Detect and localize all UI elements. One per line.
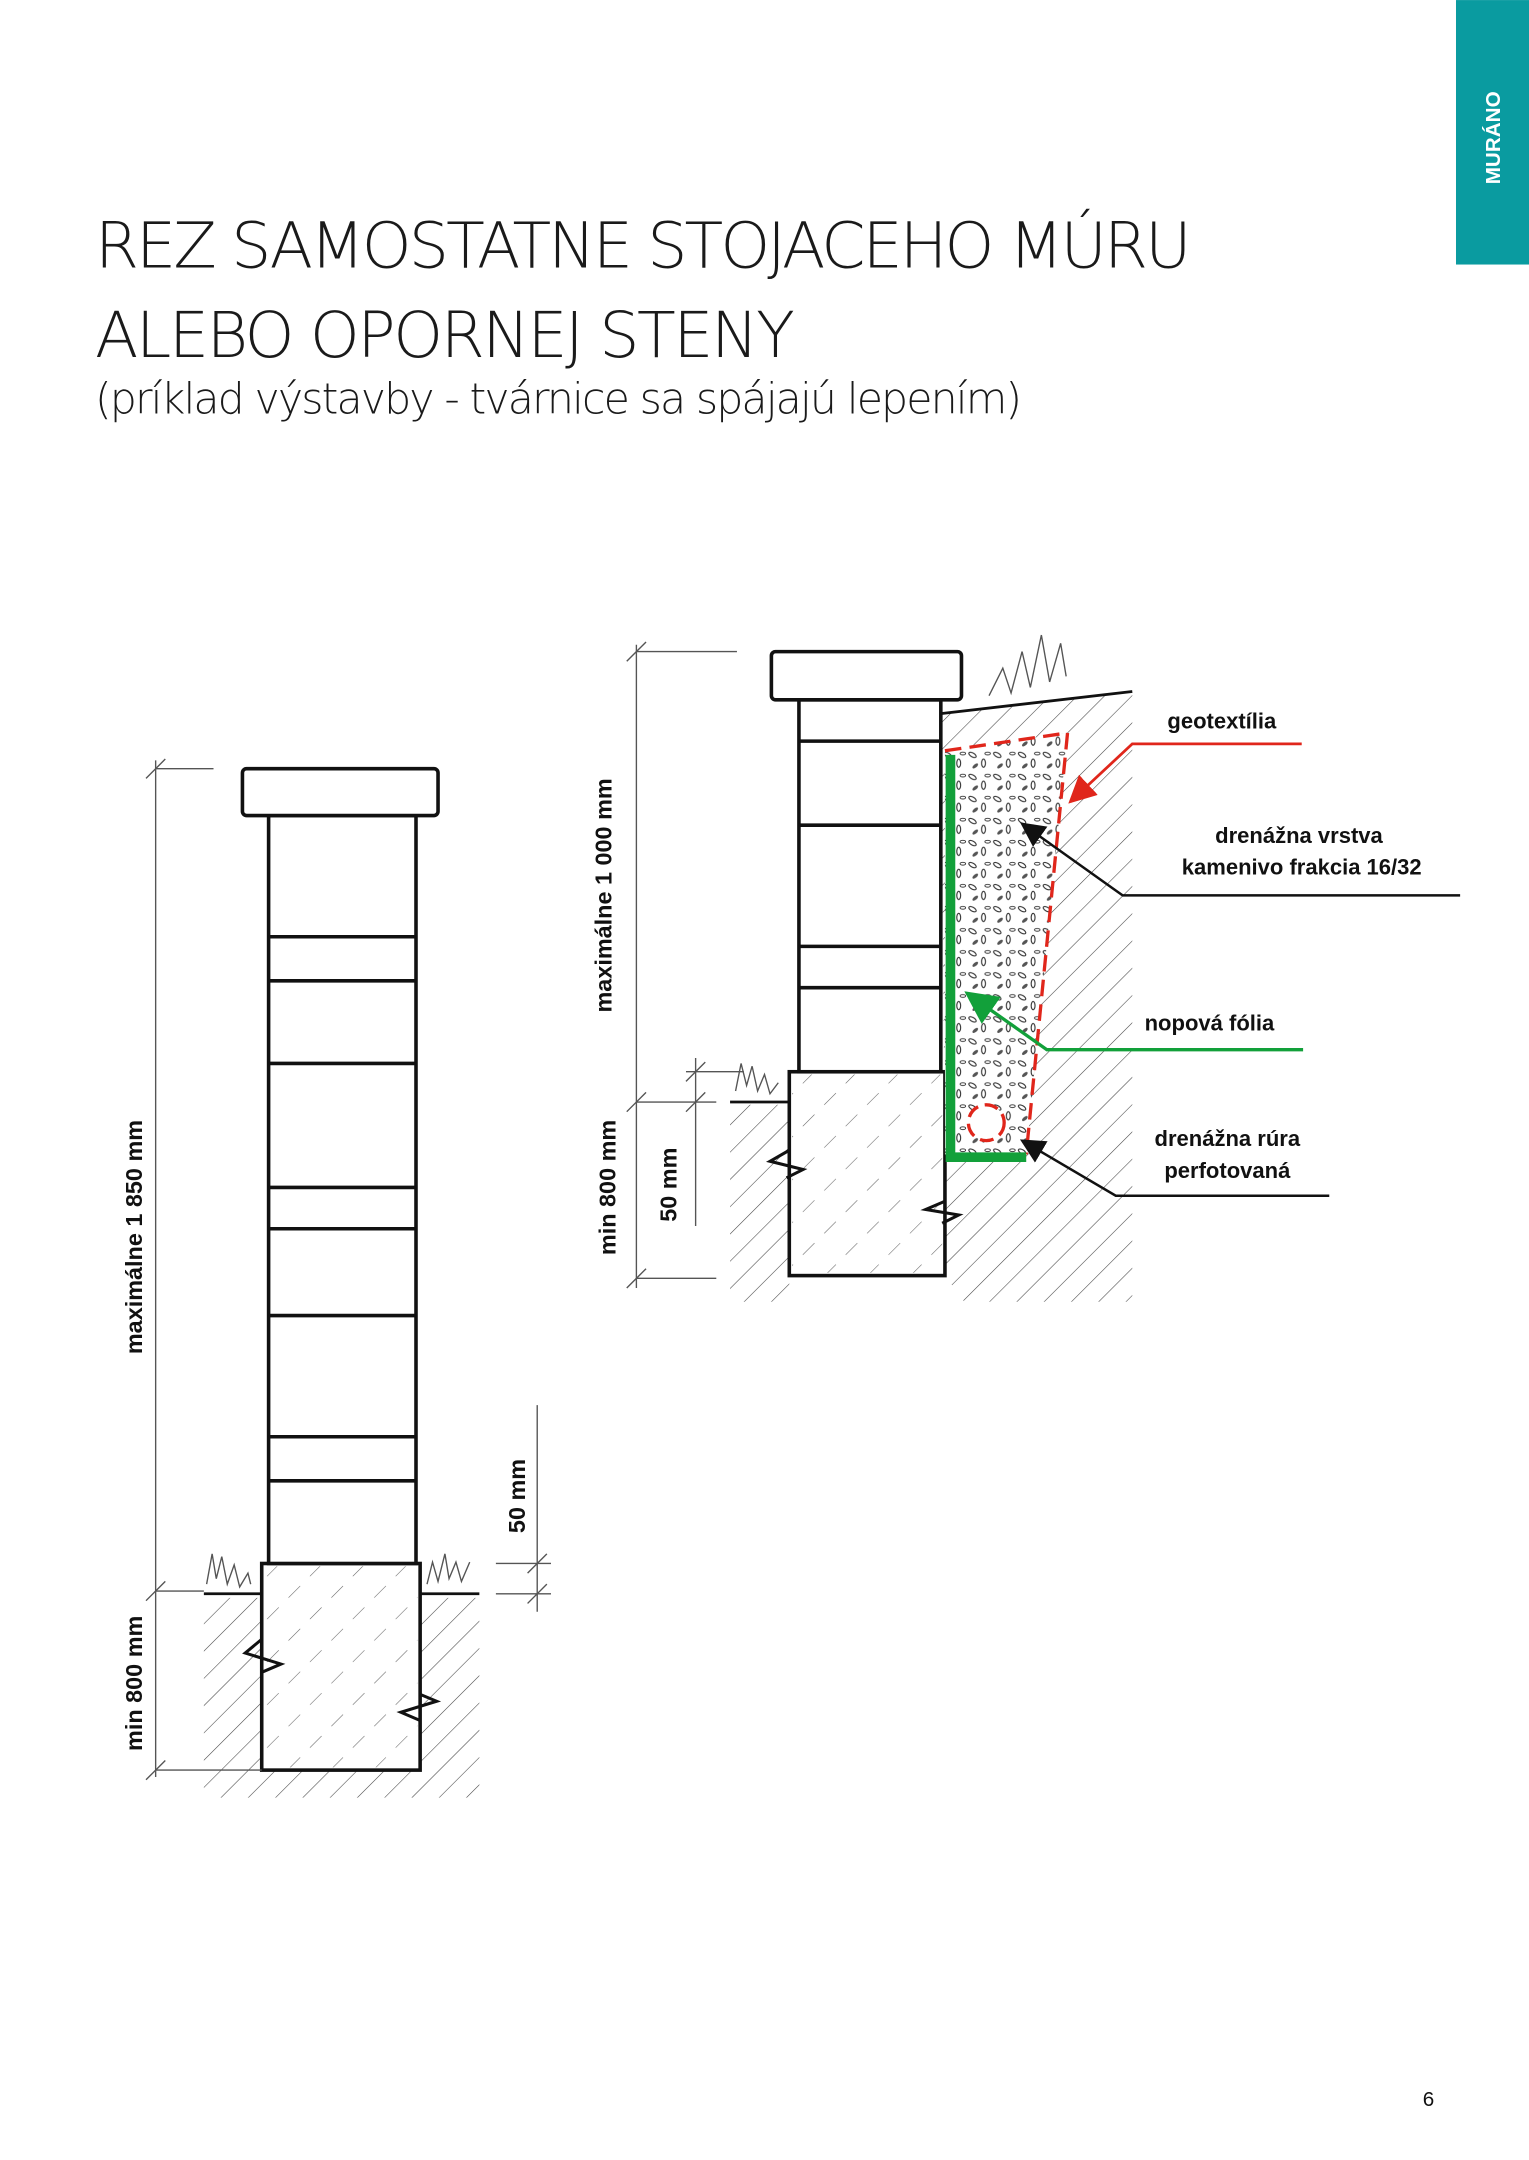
callout-dimple-membrane: nopová fólia bbox=[1145, 1010, 1275, 1035]
dimple-membrane bbox=[945, 754, 1027, 1162]
freestanding-foundation-label: min 800 mm bbox=[121, 1616, 147, 1751]
freestanding-wall-diagram: maximálne 1 850 mm min 800 mm 50 mm bbox=[121, 758, 551, 1798]
drain-pipe bbox=[966, 1103, 1006, 1143]
callout-drain-pipe-2: perfotovaná bbox=[1164, 1158, 1291, 1183]
callout-drainage-layer-2: kamenivo frakcia 16/32 bbox=[1182, 855, 1422, 880]
page-title-line2: ALEBO OPORNEJ STENY bbox=[95, 298, 795, 372]
retaining-foundation-label: min 800 mm bbox=[595, 1120, 621, 1255]
page-subtitle: (príklad výstavby - tvárnice sa spájajú … bbox=[95, 374, 1022, 424]
retaining-offset-label: 50 mm bbox=[655, 1148, 681, 1222]
brand-tab: MURÁNO bbox=[1455, 0, 1529, 265]
callout-drainage-layer-1: drenážna vrstva bbox=[1215, 823, 1383, 848]
page-number: 6 bbox=[1423, 2088, 1435, 2111]
geotextile-line bbox=[944, 730, 1070, 1155]
retaining-wall-diagram: maximálne 1 000 mm min 800 mm 50 mm geot… bbox=[591, 634, 1461, 1302]
brand-tab-label: MURÁNO bbox=[1482, 91, 1505, 184]
callout-drain-pipe-1: drenážna rúra bbox=[1155, 1126, 1301, 1151]
page-title-line1: REZ SAMOSTATNE STOJACEHO MÚRU bbox=[95, 207, 1191, 282]
retaining-height-label: maximálne 1 000 mm bbox=[591, 778, 617, 1012]
freestanding-height-label: maximálne 1 850 mm bbox=[121, 1120, 147, 1354]
freestanding-offset-label: 50 mm bbox=[504, 1459, 530, 1533]
callout-geotextile: geotextília bbox=[1167, 709, 1277, 734]
